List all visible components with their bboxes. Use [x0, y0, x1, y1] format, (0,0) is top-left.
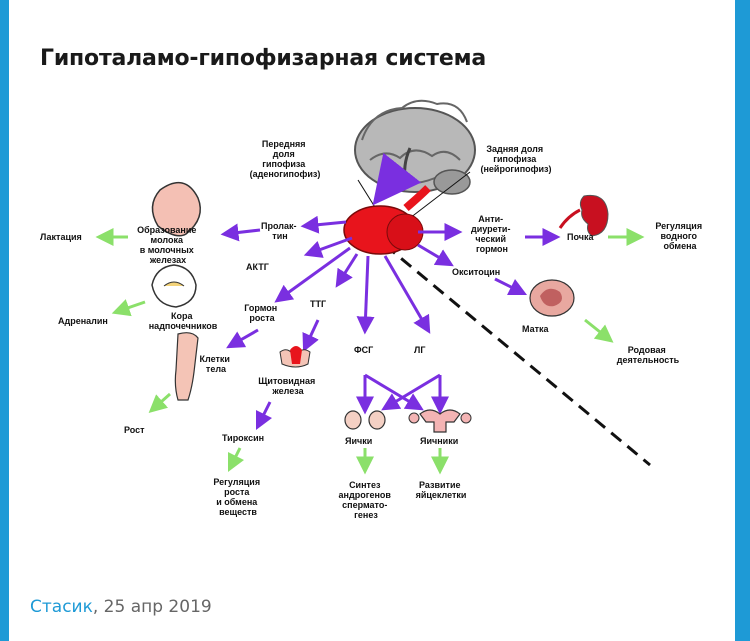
label-actg: АКТГ: [246, 262, 269, 272]
label-androgen-synthesis: Синтез андрогенов спермато- генез: [339, 480, 394, 520]
label-growth: Рост: [124, 425, 145, 435]
label-posterior-pituitary: Задняя доля гипофиза (нейрогипофиз): [480, 144, 551, 174]
publish-date: 25 апр 2019: [103, 597, 212, 617]
right-edge-strip: [735, 0, 750, 641]
author-link[interactable]: Стасик: [30, 597, 93, 617]
breast-icon: [151, 181, 201, 237]
label-kidney: Почка: [567, 232, 594, 242]
label-testes: Яички: [345, 436, 372, 446]
label-water-regulation: Регуляция водного обмена: [655, 221, 704, 251]
label-prolactin: Пролак- тин: [261, 221, 299, 241]
label-ovaries: Яичники: [420, 436, 458, 446]
label-uterus: Матка: [522, 324, 550, 334]
label-metabolism: Регуляция роста и обмена веществ: [213, 477, 262, 517]
label-ttg: ТТГ: [310, 299, 326, 309]
label-thyroid: Щитовидная железа: [258, 376, 317, 396]
label-thyroxine: Тироксин: [222, 433, 264, 443]
label-labor: Родовая деятельность: [617, 345, 680, 365]
label-adh: Анти- диурети- ческий гормон: [471, 214, 513, 254]
slide-footer: Стасик, 25 апр 2019: [30, 597, 212, 617]
uterus-icon: [529, 279, 575, 317]
hypothalamus-pituitary-diagram: Передняя доля гипофиза (аденогипофиз) За…: [40, 99, 704, 520]
label-lh: ЛГ: [414, 345, 425, 355]
label-egg-development: Развитие яйцеклетки: [416, 480, 467, 500]
label-anterior-pituitary: Передняя доля гипофиза (аденогипофиз): [250, 139, 321, 179]
thyroid-icon: [279, 346, 311, 368]
brain-icon: [354, 99, 476, 195]
leg-icon: [174, 332, 199, 401]
label-oxytocin: Окситоцин: [452, 267, 500, 277]
dashed-divider: [384, 243, 651, 467]
footer-separator: ,: [92, 597, 104, 617]
label-milk-formation: Образование молока в молочных железах: [137, 225, 199, 265]
label-adrenal-cortex: Кора надпочечников: [149, 311, 218, 331]
label-fsh: ФСГ: [354, 345, 373, 355]
label-lactation: Лактация: [40, 232, 82, 242]
slide-title: Гипоталамо-гипофизарная система: [40, 46, 487, 71]
adrenal-gland-icon: [151, 264, 197, 308]
kidney-icon: [558, 194, 609, 237]
label-growth-hormone: Гормон роста: [244, 303, 280, 323]
ovaries-icon: [408, 409, 472, 433]
label-body-cells: Клетки тела: [200, 354, 233, 374]
pituitary-gland-icon: [343, 185, 431, 255]
label-adrenalin: Адреналин: [58, 316, 108, 326]
testes-icon: [344, 410, 386, 430]
